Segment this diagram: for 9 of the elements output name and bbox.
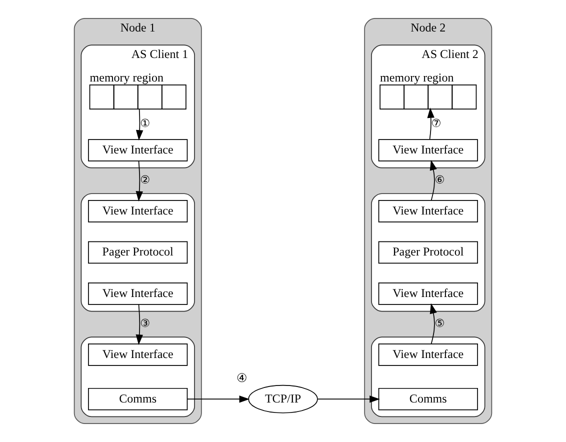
- edge-label: ①: [140, 116, 150, 130]
- edge-label: ⑤: [434, 317, 445, 330]
- edge-label: ⑥: [434, 174, 445, 187]
- edge-label: ②: [140, 174, 150, 187]
- node-label: memory region: [380, 70, 454, 85]
- edge-label: ③: [140, 317, 150, 330]
- node-label: ④: [236, 370, 248, 385]
- node-label: memory region: [90, 70, 164, 85]
- edge-label: ⑦: [431, 116, 442, 130]
